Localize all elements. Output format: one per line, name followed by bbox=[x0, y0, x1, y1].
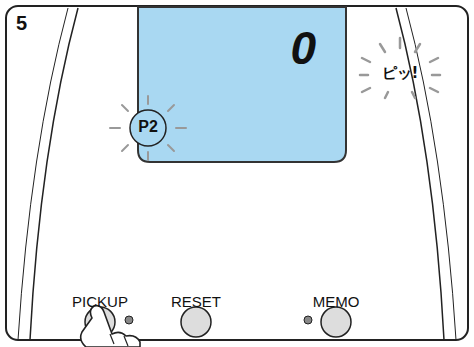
indicator-node: P2 bbox=[130, 110, 166, 146]
body-edge bbox=[18, 8, 68, 340]
pressing-hand bbox=[81, 306, 140, 347]
indicator-ring bbox=[130, 110, 166, 146]
blink-rays bbox=[110, 96, 186, 160]
button-node: PICKUP bbox=[51, 293, 149, 339]
button bbox=[321, 307, 351, 337]
led bbox=[125, 316, 133, 324]
beep-rays bbox=[360, 38, 440, 98]
beep-sound: ピッ! bbox=[382, 64, 419, 83]
node-text: MEMO bbox=[287, 293, 385, 310]
button-node: RESET bbox=[147, 293, 245, 339]
lcd-node: 0P2 bbox=[138, 7, 346, 162]
body-edge bbox=[396, 8, 444, 340]
node-text: PICKUP bbox=[51, 293, 149, 310]
node-text: 0 bbox=[138, 21, 316, 75]
button bbox=[181, 307, 211, 337]
body-edge bbox=[30, 8, 78, 340]
body-edge bbox=[406, 8, 456, 340]
node-text: P2 bbox=[130, 118, 166, 136]
finger-line bbox=[110, 334, 128, 346]
button-node: MEMO bbox=[287, 293, 385, 339]
led bbox=[304, 316, 312, 324]
lcd-screen bbox=[138, 7, 346, 162]
step-number: 5 bbox=[16, 12, 27, 35]
node-text: RESET bbox=[147, 293, 245, 310]
step-frame bbox=[6, 6, 468, 340]
